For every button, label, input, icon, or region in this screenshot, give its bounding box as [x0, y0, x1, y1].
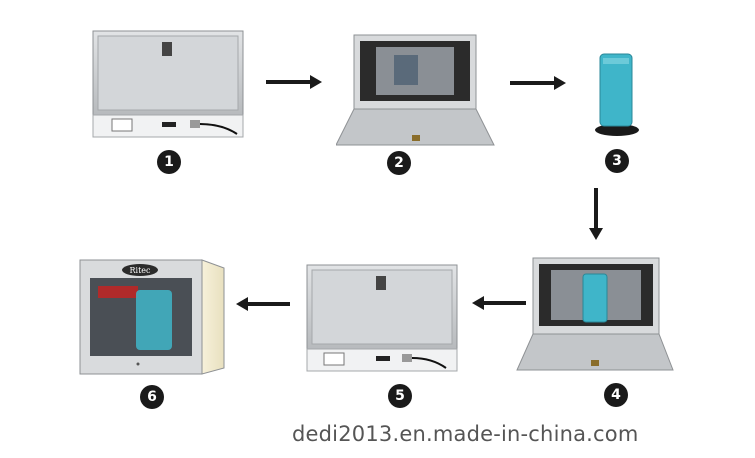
step-2-badge: 2 [387, 151, 411, 175]
arrow-left-icon [236, 297, 290, 311]
step-5-closed-box [306, 264, 458, 372]
step-6-badge: 6 [140, 385, 164, 409]
step-4-badge: 4 [604, 383, 628, 407]
arrow-right-icon [510, 76, 566, 90]
step-1-badge: 1 [157, 150, 181, 174]
step-3-phone-on-stand [595, 53, 639, 136]
lock-icon [162, 42, 172, 56]
step-1-closed-box [92, 30, 244, 138]
brand-logo: Ritec [129, 266, 151, 275]
arrow-down-icon [589, 188, 603, 240]
step-4-open-box-with-phone [516, 257, 674, 371]
lock-icon [376, 276, 386, 290]
step-6-transparent-showcase: Ritec [79, 259, 225, 375]
step-5-badge: 5 [388, 384, 412, 408]
step-2-open-box [336, 34, 495, 146]
watermark: dedi2013.en.made-in-china.com [292, 422, 639, 446]
step-3-badge: 3 [605, 149, 629, 173]
arrow-right-icon [266, 75, 322, 89]
arrow-left-icon [472, 296, 526, 310]
